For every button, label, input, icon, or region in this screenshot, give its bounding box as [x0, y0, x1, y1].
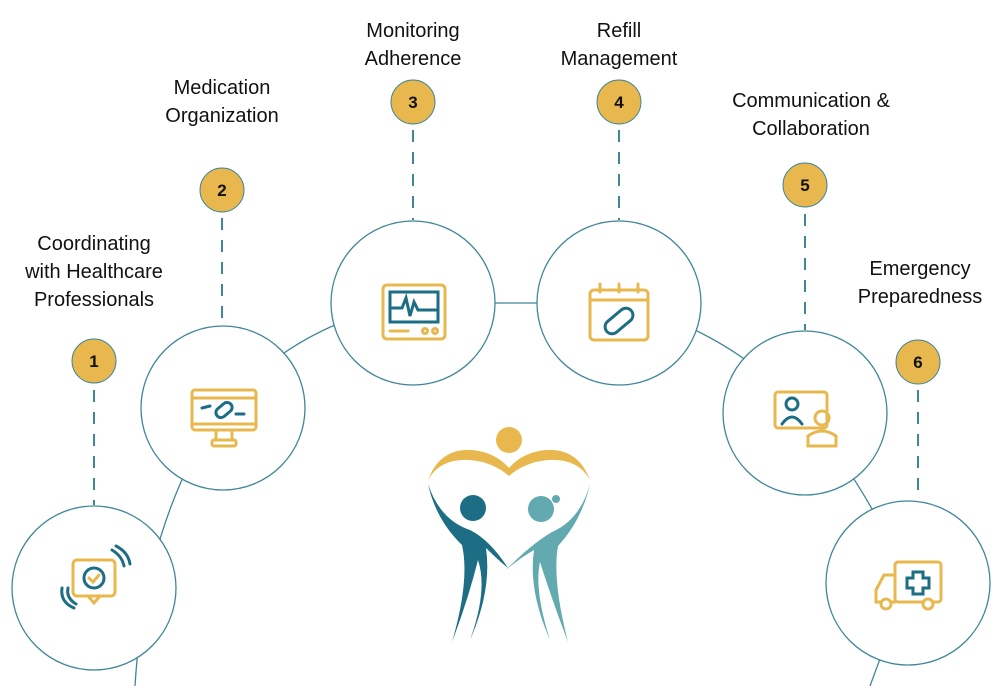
- step-4-label: Refill Management: [561, 17, 678, 73]
- step-5-label: Communication & Collaboration: [732, 87, 890, 143]
- heart-monitor-icon: [381, 283, 447, 341]
- badge-3-number: 3: [408, 93, 417, 112]
- step-5-circle: [722, 330, 888, 496]
- badge-4-number: 4: [614, 93, 624, 112]
- care-logo: [428, 427, 590, 642]
- step-3-label: Monitoring Adherence: [365, 17, 462, 73]
- step-6-label-line2: Preparedness: [857, 286, 983, 308]
- step-3-label-line1: Monitoring: [366, 20, 460, 42]
- ambulance-icon: [874, 560, 943, 611]
- step-4-label-line1: Refill: [596, 20, 642, 42]
- step-6-label: Emergency Preparedness: [858, 255, 983, 311]
- badge-4: [596, 79, 642, 125]
- step-2-circle: [140, 325, 306, 491]
- step-4-circle: [536, 220, 702, 386]
- calendar-pill-icon: [588, 282, 650, 342]
- step-5-label-line2: Collaboration: [752, 118, 870, 140]
- step-1-label-line2: with Healthcare: [25, 261, 163, 283]
- badge-6-number: 6: [913, 353, 922, 372]
- step-3-label-line2: Adherence: [364, 48, 462, 70]
- step-2-label-line2: Organization: [165, 105, 279, 127]
- video-call-doctor-icon: [773, 390, 838, 448]
- badge-5-number: 5: [800, 176, 809, 195]
- medication-reminder-alert-icon: [60, 544, 132, 610]
- badge-1: [71, 338, 117, 384]
- step-1-label-line3: Professionals: [33, 289, 155, 311]
- step-1-label-line1: Coordinating: [37, 233, 151, 255]
- step-2-label-line1: Medication: [173, 77, 271, 99]
- monitor-pill-icon: [190, 388, 258, 448]
- dashed-connectors: [93, 130, 919, 505]
- step-1-label: Coordinating with Healthcare Professiona…: [25, 230, 163, 314]
- step-4-label-line2: Management: [560, 48, 678, 70]
- step-5-label-line1: Communication &: [732, 90, 890, 112]
- step-6-label-line1: Emergency: [869, 258, 971, 280]
- badge-6: [895, 339, 941, 385]
- badge-2: [199, 167, 245, 213]
- badge-5: [782, 162, 828, 208]
- step-2-label: Medication Organization: [165, 74, 278, 130]
- badge-2-number: 2: [217, 181, 226, 200]
- badge-3: [390, 79, 436, 125]
- badge-1-number: 1: [89, 352, 98, 371]
